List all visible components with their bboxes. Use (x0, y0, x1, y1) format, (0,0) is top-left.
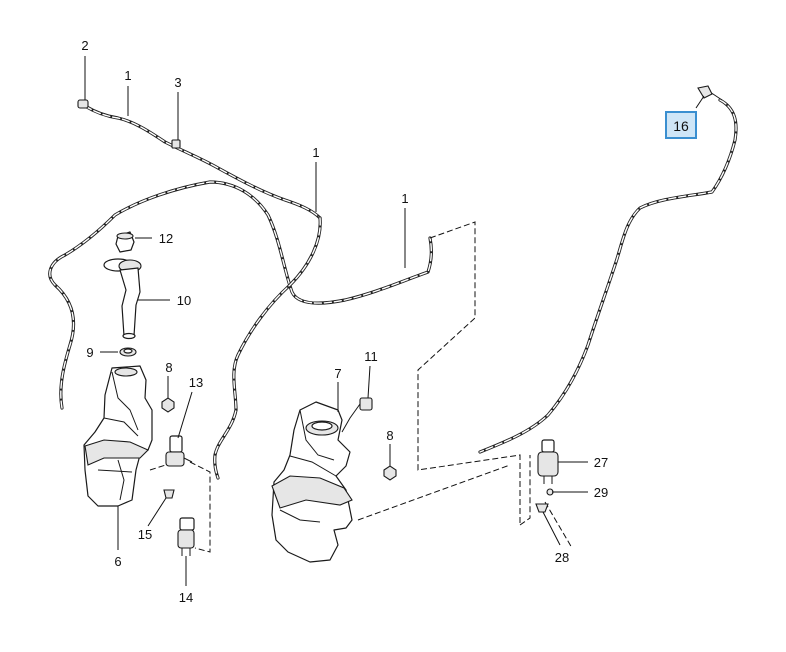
callout-labels: 2 1 3 1 1 12 10 9 8 13 15 6 14 7 11 8 27… (81, 38, 689, 605)
hose-left-upper (83, 104, 322, 220)
part-28-grommet (535, 503, 549, 513)
callout-9[interactable]: 9 (86, 345, 93, 360)
callout-11[interactable]: 11 (364, 349, 378, 364)
callout-13[interactable]: 13 (189, 375, 203, 390)
callout-3[interactable]: 3 (174, 75, 181, 90)
part-7-reservoir (271, 401, 353, 563)
part-10-filler-neck (103, 258, 142, 340)
part-3-connector (171, 139, 181, 149)
middle-reservoir-assembly (271, 397, 397, 563)
left-reservoir-assembly (77, 99, 195, 556)
washer-hoses (48, 91, 738, 480)
leader-lines (84, 56, 705, 586)
callout-27[interactable]: 27 (594, 455, 608, 470)
callout-1[interactable]: 1 (401, 191, 408, 206)
part-13-pump (165, 435, 193, 467)
callout-29[interactable]: 29 (594, 485, 608, 500)
hose-left-loop (48, 180, 433, 410)
callout-8[interactable]: 8 (165, 360, 172, 375)
callout-16-highlight-box[interactable] (665, 111, 697, 139)
part-9-grommet (119, 347, 137, 357)
callout-28[interactable]: 28 (555, 550, 569, 565)
callout-8[interactable]: 8 (386, 428, 393, 443)
callout-10[interactable]: 10 (177, 293, 191, 308)
connection-lines (149, 221, 573, 553)
part-16-nozzle (697, 85, 713, 99)
right-pump-assembly (535, 85, 713, 513)
callout-12[interactable]: 12 (159, 231, 173, 246)
callout-1[interactable]: 1 (312, 145, 319, 160)
part-11-connector (341, 397, 373, 433)
callout-1[interactable]: 1 (124, 68, 131, 83)
callout-16[interactable]: 16 (673, 118, 689, 134)
callout-2[interactable]: 2 (81, 38, 88, 53)
callout-7[interactable]: 7 (334, 366, 341, 381)
part-8-nut-left (161, 397, 175, 413)
part-8-nut-middle (383, 465, 397, 481)
part-12-cap (115, 231, 135, 253)
hose-right-long (478, 98, 738, 454)
callout-15[interactable]: 15 (138, 527, 152, 542)
part-6-reservoir (83, 365, 153, 507)
part-15-grommet (163, 489, 175, 499)
callout-14[interactable]: 14 (179, 590, 193, 605)
part-2-nozzle (77, 99, 89, 109)
part-14-pump (177, 517, 195, 556)
callout-6[interactable]: 6 (114, 554, 121, 569)
part-27-pump (537, 439, 559, 484)
